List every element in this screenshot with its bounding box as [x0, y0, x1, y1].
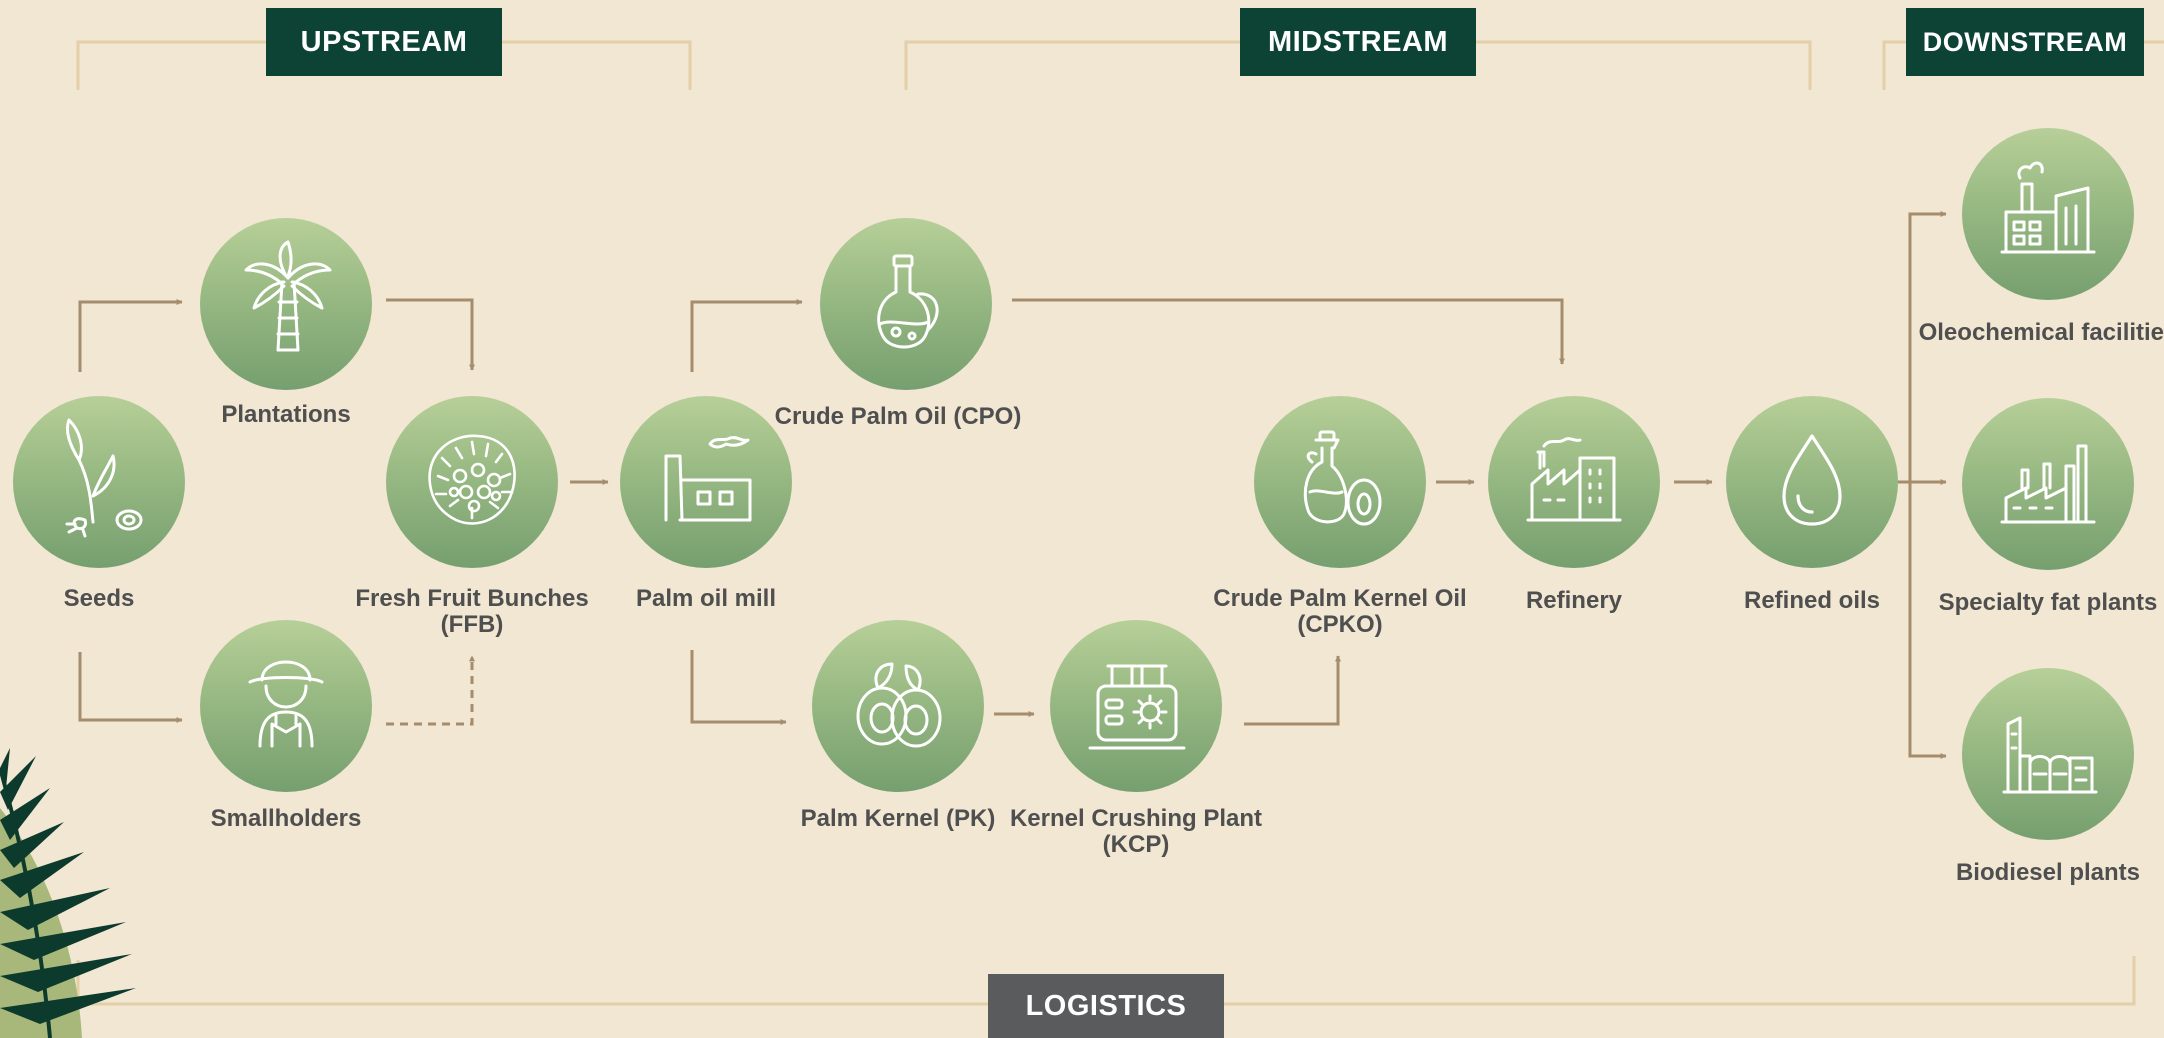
kcp-node [1050, 620, 1222, 792]
refinery-icon [1526, 437, 1622, 522]
crushing-machine-icon [1088, 664, 1186, 750]
seeds-label: Seeds [63, 585, 135, 612]
cpko-label: Crude Palm Kernel Oil (CPKO) [1213, 585, 1467, 638]
logistics-label: LOGISTICS [988, 974, 1224, 1038]
midstream-label: MIDSTREAM [1240, 8, 1476, 76]
refined-oils-node [1726, 396, 1898, 568]
palm-tree-icon [244, 240, 332, 352]
arrow-smallholders-ffb [386, 655, 475, 726]
cpo-label: Crude Palm Oil (CPO) [774, 403, 1022, 430]
mill-node [620, 396, 792, 568]
upstream-label: UPSTREAM [266, 8, 502, 76]
plantations-label: Plantations [221, 401, 351, 428]
oleochemical-factory-icon [2000, 161, 2096, 254]
upstream-bracket [76, 40, 692, 90]
downstream-label: DOWNSTREAM [1906, 8, 2144, 76]
ffb-label: Fresh Fruit Bunches (FFB) [355, 585, 589, 638]
cpko-node [1254, 396, 1426, 568]
oleochemical-node [1962, 128, 2134, 300]
mill-icon [664, 436, 752, 522]
smallholders-label: Smallholders [210, 805, 362, 832]
oil-drop-icon [1782, 434, 1842, 526]
arrow-mill-pk [690, 650, 787, 725]
specialty-node [1962, 398, 2134, 570]
palm-kernel-icon [856, 662, 942, 748]
kcp-label: Kernel Crushing Plant (KCP) [1009, 805, 1263, 858]
downstream-bracket [1882, 40, 2164, 90]
arrow-seeds-plantations [78, 299, 183, 372]
specialty-fat-plant-icon [2000, 444, 2096, 524]
fruit-bunch-icon [428, 434, 516, 525]
specialty-label: Specialty fat plants [1938, 589, 2158, 616]
ffb-node [386, 396, 558, 568]
arrow-seeds-smallholders [78, 652, 183, 723]
refinery-label: Refinery [1525, 587, 1623, 614]
biodiesel-label: Biodiesel plants [1955, 859, 2141, 886]
cpo-node [820, 218, 992, 390]
plantations-node [200, 218, 372, 390]
arrow-kcp-cpko [1244, 655, 1341, 726]
arrow-cpo-refinery [1012, 298, 1565, 365]
biodiesel-node [1962, 668, 2134, 840]
midstream-bracket [904, 40, 1812, 90]
refinery-node [1488, 396, 1660, 568]
pk-node [812, 620, 984, 792]
arrow-refined-oils-biodiesel [1908, 482, 1947, 759]
refined-oils-label: Refined oils [1743, 587, 1881, 614]
seeds-node [13, 396, 185, 568]
oleochemical-label: Oleochemical facilities [1918, 319, 2164, 346]
palm-leaf-decoration [0, 748, 136, 1038]
smallholders-node [200, 620, 372, 792]
flow-arrows [78, 211, 1947, 759]
farmer-icon [248, 660, 324, 748]
mill-label: Palm oil mill [635, 585, 777, 612]
oil-bottle-icon [1303, 430, 1382, 526]
arrow-refined-oils-oleochemical [1908, 211, 1947, 482]
oil-flask-icon [877, 254, 939, 349]
seedling-icon [65, 418, 143, 538]
biodiesel-plant-icon [2002, 716, 2098, 794]
pk-label: Palm Kernel (PK) [800, 805, 996, 832]
arrow-plantations-ffb [386, 298, 475, 371]
arrow-mill-cpo [690, 299, 803, 372]
